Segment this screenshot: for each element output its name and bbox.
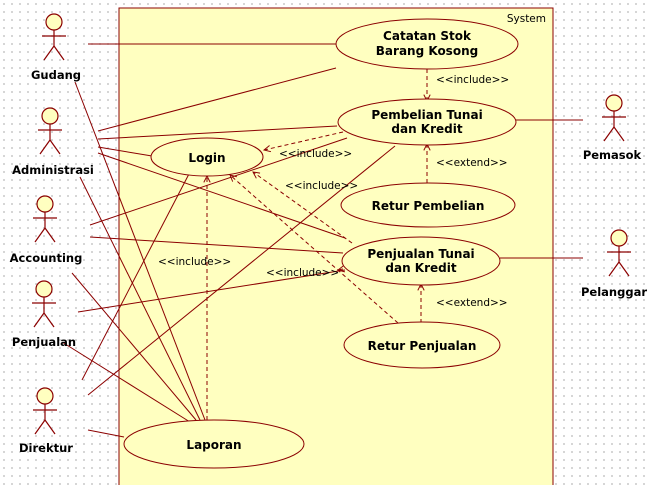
usecase-retur-penjualan-label: Retur Penjualan [368, 339, 477, 353]
usecase-catatan-stok[interactable]: Catatan Stok Barang Kosong [335, 18, 519, 70]
usecase-penjualan-line2: dan Kredit [385, 261, 456, 275]
actor-gudang[interactable] [42, 13, 66, 61]
usecase-pembelian-tunai[interactable]: Pembelian Tunai dan Kredit [337, 98, 517, 146]
actor-pemasok[interactable] [602, 94, 626, 142]
usecase-retur-pembelian[interactable]: Retur Pembelian [340, 182, 516, 228]
relation-labels: <<include>> <<include>> <<extend>> <<inc… [158, 74, 509, 309]
assoc-direktur-login [81, 171, 191, 381]
usecase-penjualan-tunai[interactable]: Penjualan Tunai dan Kredit [341, 236, 501, 286]
actor-penjualan[interactable] [32, 280, 56, 328]
usecase-retur-pembelian-label: Retur Pembelian [372, 199, 485, 213]
actor-direktur[interactable] [33, 387, 57, 435]
actor-pelanggan[interactable] [607, 229, 631, 277]
assoc-direktur-pembelian [87, 145, 396, 396]
label-include-penjualan-login-lower: <<include>> [266, 267, 339, 279]
assoc-accounting-penjualan [89, 236, 344, 254]
assoc-penjualan-laporan [61, 341, 191, 423]
label-include-penjualan-login-upper: <<include>> [285, 180, 358, 192]
include-returpenjualan-to-login [230, 175, 399, 324]
actor-labels: Gudang Administrasi Accounting Penjualan… [10, 68, 647, 455]
dependency-lines [207, 69, 427, 420]
actors [32, 13, 631, 435]
assoc-gudang-laporan [74, 81, 206, 421]
system-label: System [507, 13, 546, 25]
assoc-accounting-pembelian [89, 137, 348, 226]
actor-label-direktur: Direktur [19, 441, 73, 455]
actor-administrasi[interactable] [38, 107, 62, 155]
actor-label-penjualan: Penjualan [12, 335, 76, 349]
assoc-admin-penjualan [97, 152, 346, 239]
assoc-admin-pembelian [97, 125, 338, 140]
usecase-laporan-label: Laporan [186, 438, 241, 452]
label-include-laporan-login: <<include>> [158, 256, 231, 268]
assoc-penjualan-penjualantunai [77, 269, 346, 313]
assoc-admin-laporan [79, 176, 201, 421]
label-extend-retur-pembelian: <<extend>> [436, 157, 508, 169]
usecase-login-label: Login [188, 151, 225, 165]
actor-label-pelanggan: Pelanggar [581, 285, 647, 299]
label-include-pembelian-login: <<include>> [279, 148, 352, 160]
assoc-admin-login [97, 146, 153, 157]
actor-label-pemasok: Pemasok [583, 148, 642, 162]
actor-label-gudang: Gudang [31, 68, 81, 82]
usecase-catatan-stok-line1: Catatan Stok [383, 29, 472, 43]
actor-label-administrasi: Administrasi [12, 163, 94, 177]
usecase-pembelian-line1: Pembelian Tunai [371, 108, 482, 122]
use-cases: Catatan Stok Barang Kosong Pembelian Tun… [123, 18, 519, 469]
label-extend-retur-penjualan: <<extend>> [436, 297, 508, 309]
usecase-retur-penjualan[interactable]: Retur Penjualan [343, 321, 501, 369]
usecase-login[interactable]: Login [150, 137, 264, 177]
usecase-penjualan-line1: Penjualan Tunai [367, 247, 474, 261]
usecase-catatan-stok-line2: Barang Kosong [376, 44, 478, 58]
assoc-direktur-laporan [87, 429, 125, 438]
usecase-pembelian-line2: dan Kredit [391, 122, 462, 136]
include-penjualan-to-login-upper [253, 172, 353, 244]
usecase-laporan[interactable]: Laporan [123, 419, 305, 469]
include-penjualan-to-login-lower [338, 269, 343, 270]
association-lines [61, 43, 583, 438]
label-include-catatan-pembelian: <<include>> [436, 74, 509, 86]
assoc-admin-catatan [97, 67, 337, 132]
assoc-accounting-laporan [71, 272, 197, 421]
actor-accounting[interactable] [33, 195, 57, 243]
actor-label-accounting: Accounting [10, 251, 83, 265]
